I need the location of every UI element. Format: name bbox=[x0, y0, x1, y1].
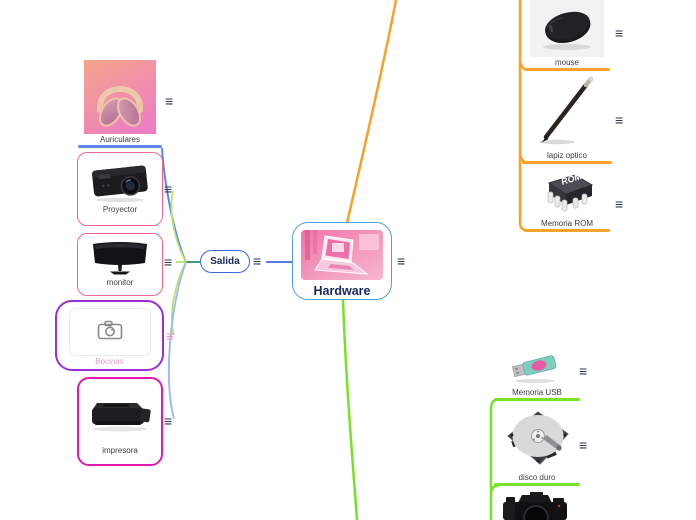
mouse-branch-underline bbox=[524, 68, 610, 71]
disco-duro-label: disco duro bbox=[518, 473, 556, 482]
lapiz-optico-label: lapiz optico bbox=[546, 151, 588, 160]
dslr-camera-photo-image bbox=[496, 492, 574, 520]
options-menu-icon[interactable]: ≡ bbox=[397, 253, 406, 269]
bocinas-label: Bocinas bbox=[95, 357, 124, 366]
laptop-illustration-image bbox=[301, 230, 383, 280]
options-menu-icon[interactable]: ≡ bbox=[253, 253, 262, 269]
disco-duro-branch-underline bbox=[494, 483, 580, 486]
auriculares-branch-underline bbox=[78, 145, 162, 148]
monitor-photo-image bbox=[86, 239, 154, 277]
projector-photo-image bbox=[85, 158, 155, 204]
topic-salida[interactable]: Salida bbox=[200, 250, 250, 273]
topic-auriculares[interactable]: Auriculares bbox=[78, 60, 162, 148]
memoria-usb-branch-underline bbox=[494, 398, 580, 401]
topic-proyector[interactable]: Proyector bbox=[77, 152, 163, 226]
options-menu-icon[interactable]: ≡ bbox=[615, 196, 624, 212]
topic-bocinas[interactable]: Bocinas bbox=[55, 300, 164, 371]
options-menu-icon[interactable]: ≡ bbox=[165, 93, 174, 109]
topic-monitor[interactable]: monitor bbox=[77, 233, 163, 296]
topic-camara[interactable] bbox=[494, 492, 576, 520]
hard-disk-photo-image bbox=[500, 404, 574, 472]
memoria-rom-label: Memoria ROM bbox=[540, 219, 593, 228]
options-menu-icon[interactable]: ≡ bbox=[615, 112, 624, 128]
memoria-rom-branch-underline bbox=[524, 229, 610, 232]
topic-memoria-usb[interactable]: Memoria USB bbox=[494, 345, 580, 401]
topic-impresora[interactable]: impresora bbox=[77, 377, 163, 466]
hardware-node-label: Hardware bbox=[313, 284, 371, 298]
monitor-label: monitor bbox=[106, 278, 134, 287]
usb-drive-photo-image bbox=[505, 345, 569, 387]
mouse-label: mouse bbox=[554, 58, 579, 67]
options-menu-icon[interactable]: ≡ bbox=[579, 437, 588, 453]
broken-image-placeholder bbox=[68, 308, 151, 356]
options-menu-icon[interactable]: ≡ bbox=[164, 181, 173, 197]
options-menu-icon[interactable]: ≡ bbox=[164, 254, 173, 270]
options-menu-icon[interactable]: ≡ bbox=[579, 363, 588, 379]
options-menu-icon[interactable]: ≡ bbox=[166, 328, 175, 344]
topic-hardware[interactable]: Hardware bbox=[292, 222, 392, 300]
printer-photo-image bbox=[83, 387, 157, 445]
mouse-photo-image bbox=[530, 0, 604, 57]
options-menu-icon[interactable]: ≡ bbox=[164, 413, 173, 429]
salida-node-label: Salida bbox=[210, 256, 240, 267]
auriculares-label: Auriculares bbox=[99, 135, 140, 144]
memoria-usb-label: Memoria USB bbox=[512, 388, 562, 397]
topic-disco-duro[interactable]: disco duro bbox=[494, 404, 580, 486]
impresora-label: impresora bbox=[102, 446, 138, 455]
options-menu-icon[interactable]: ≡ bbox=[615, 25, 624, 41]
topic-memoria-rom[interactable]: ROM Memoria ROM bbox=[524, 170, 610, 232]
lapiz-optico-branch-underline bbox=[522, 161, 612, 164]
camera-outline-icon bbox=[97, 320, 123, 345]
topic-mouse[interactable]: mouse bbox=[524, 0, 610, 71]
stylus-photo-image bbox=[527, 72, 607, 150]
headphones-photo-image bbox=[84, 60, 156, 134]
rom-chip-photo-image: ROM bbox=[535, 170, 599, 218]
proyector-label: Proyector bbox=[102, 205, 138, 214]
topic-lapiz-optico[interactable]: lapiz optico bbox=[522, 72, 612, 164]
